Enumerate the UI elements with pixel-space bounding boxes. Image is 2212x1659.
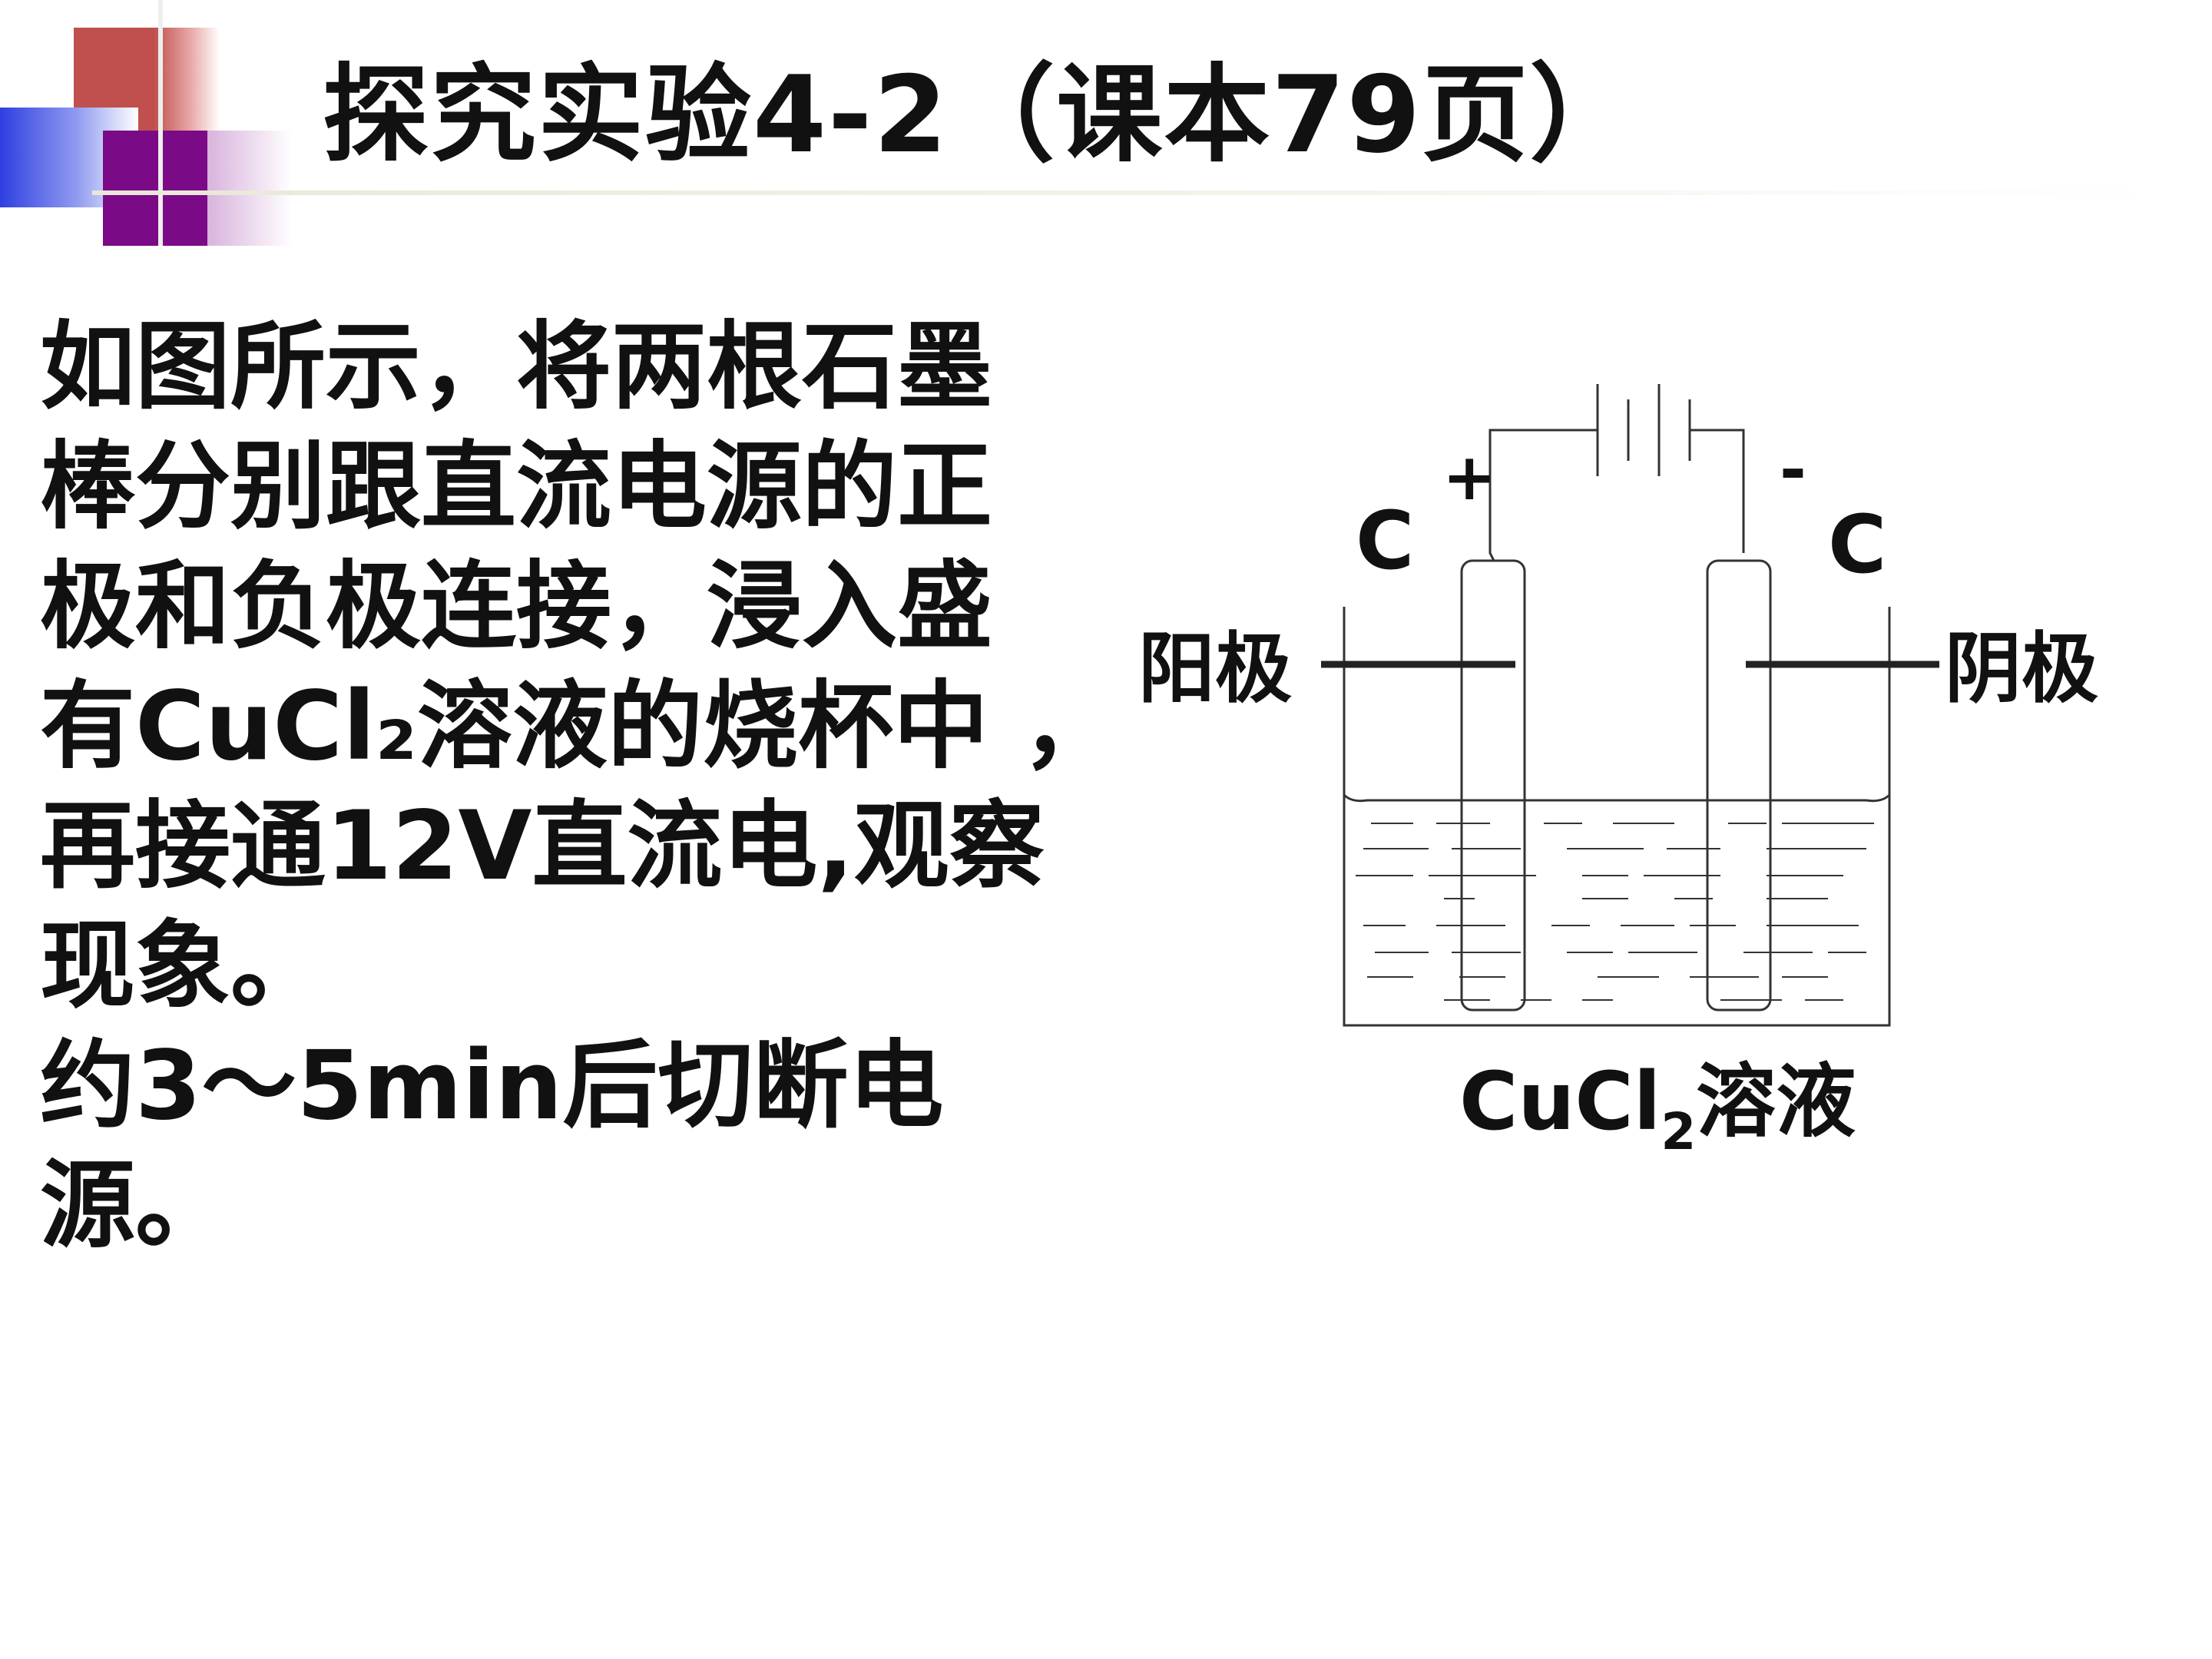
- title-underline: [92, 190, 2166, 195]
- anode-label: 阳极: [1138, 624, 1292, 714]
- right-electrode-symbol: C: [1828, 498, 1886, 591]
- electrolysis-svg: + - C C 阳极 阴极 CuCl2溶液: [1138, 384, 2098, 1161]
- cathode-rod: [1706, 559, 1772, 1012]
- solution-lines: [1356, 823, 1874, 1001]
- negative-sign: -: [1780, 432, 1806, 507]
- positive-sign: +: [1442, 439, 1496, 515]
- body-line: 有CuCl₂溶液的烧杯中 ，: [40, 671, 1118, 782]
- body-line: 再接通12V直流电,观察: [40, 791, 1045, 902]
- body-line: 棒分别跟直流电源的正: [40, 432, 993, 542]
- left-electrode-symbol: C: [1356, 494, 1414, 588]
- body-line: 现象。: [40, 911, 326, 1022]
- beaker: [1343, 607, 1891, 1027]
- body-line: 约3～5min后切断电源。: [40, 1031, 944, 1261]
- slide-body: 如图所示，将两根石墨 棒分别跟直流电源的正 极和负极连接，浸入盛 有CuCl₂溶…: [40, 307, 1131, 1266]
- deco-vertical-line: [158, 0, 163, 246]
- body-line: 如图所示，将两根石墨: [40, 312, 993, 422]
- deco-purple-block: [103, 131, 210, 246]
- battery-icon: [1596, 384, 1691, 476]
- deco-purple-fade: [207, 131, 292, 246]
- circuit-wires: [1488, 429, 1745, 561]
- solution-label: CuCl2溶液: [1459, 1055, 1856, 1161]
- body-line: 极和负极连接，浸入盛: [40, 551, 993, 662]
- slide-title: 探究实验4-2（课本79页）: [323, 53, 1637, 177]
- electrolysis-diagram: + - C C 阳极 阴极 CuCl2溶液: [1091, 338, 2181, 1221]
- solution-label-suffix: 溶液: [1696, 1055, 1856, 1148]
- cathode-label: 阴极: [1945, 624, 2098, 714]
- solution-label-subscript: 2: [1661, 1102, 1696, 1161]
- solution-label-prefix: CuCl: [1459, 1055, 1661, 1148]
- anode-rod: [1460, 559, 1526, 1012]
